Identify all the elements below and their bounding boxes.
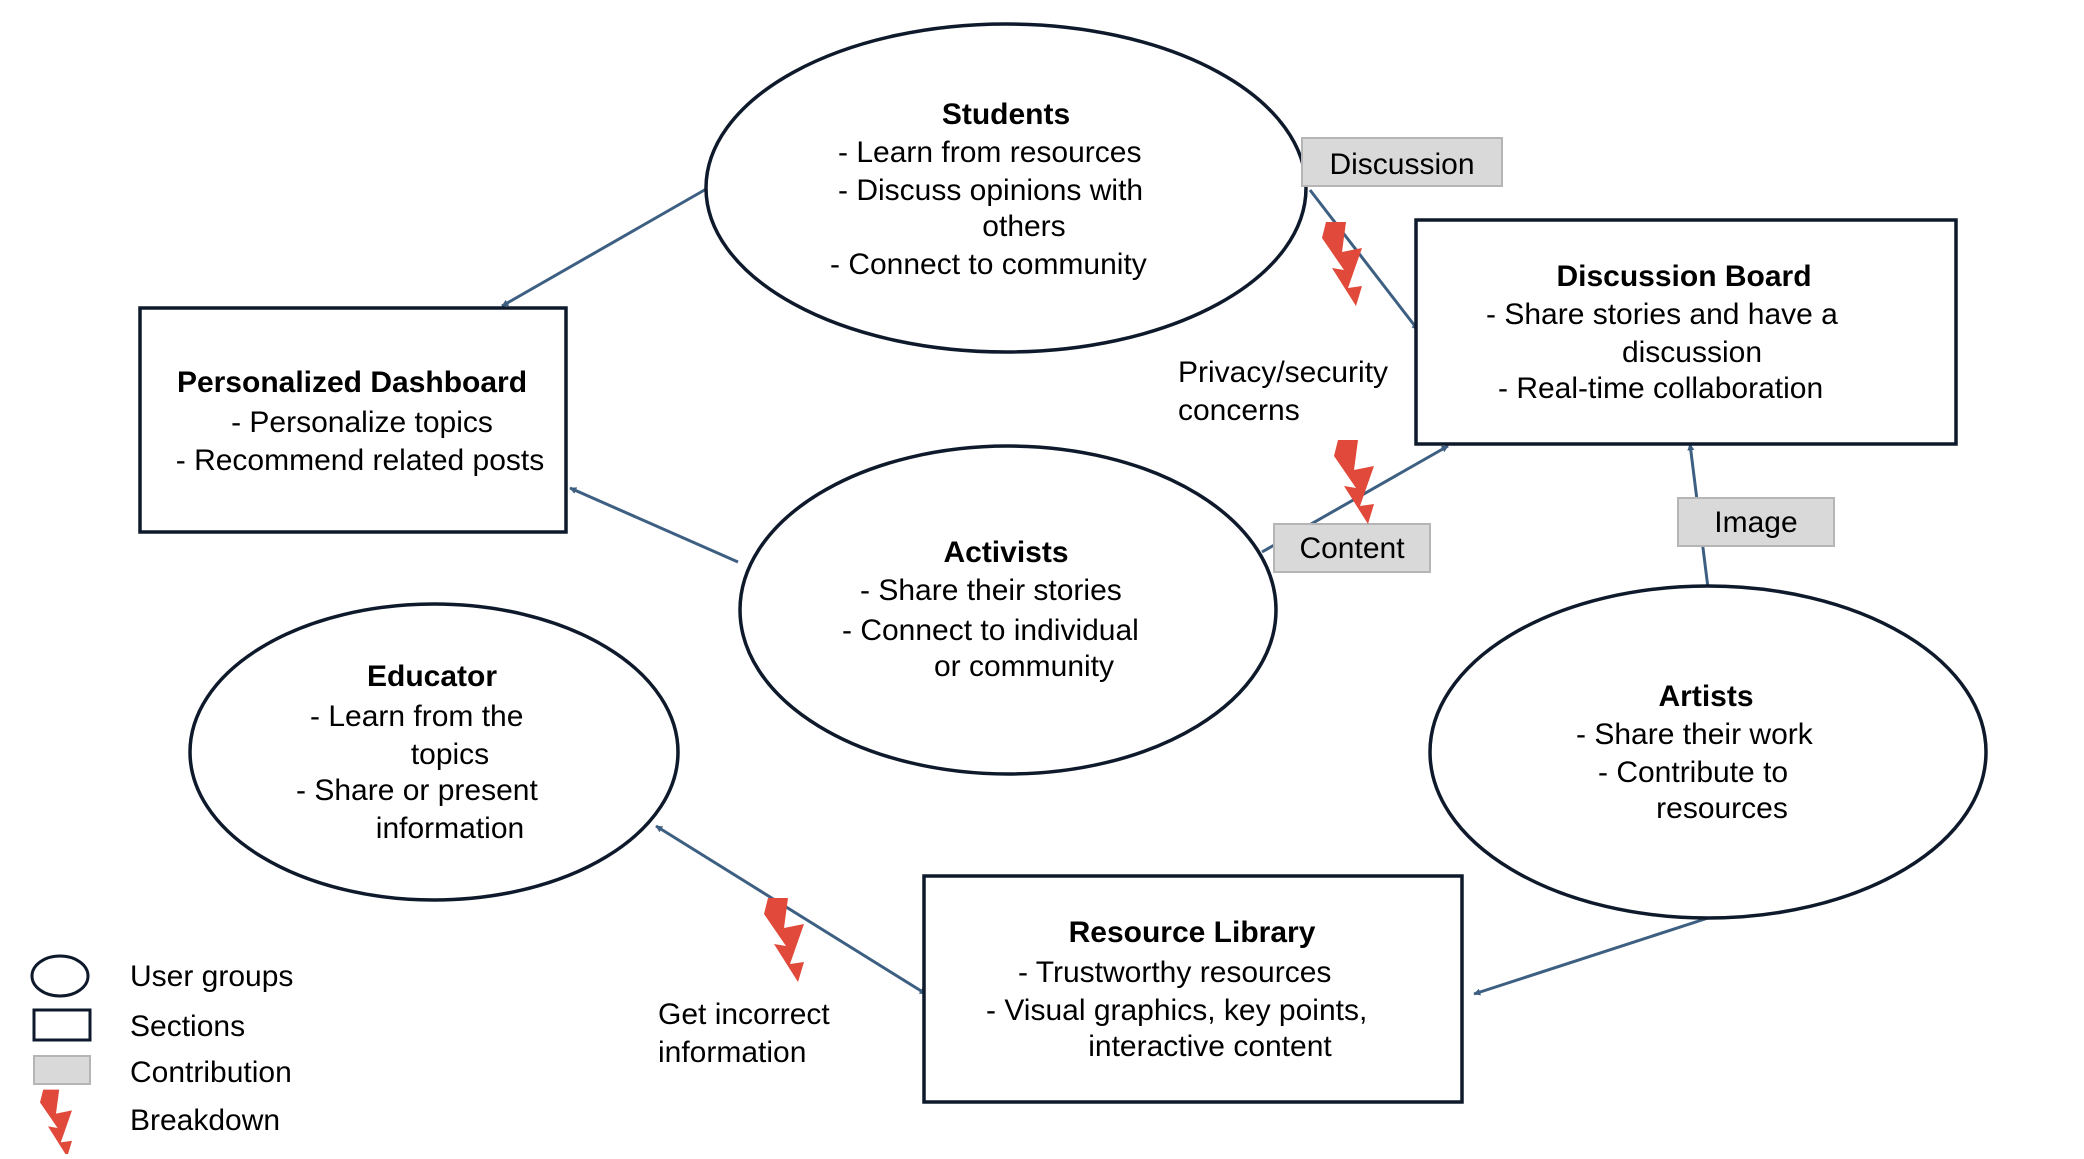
- rectangle-icon: [32, 1008, 92, 1042]
- activists-to-dashboard-arrow: [569, 486, 739, 564]
- students-item-2-cont: others: [982, 210, 1065, 243]
- contribution-content-label: Content: [1299, 532, 1405, 565]
- resource-library-item-2-cont: interactive content: [1088, 1030, 1332, 1063]
- incorrect-note-line-2: information: [658, 1036, 806, 1069]
- breakdown-activists-discussion-bolt: [1334, 440, 1374, 524]
- activists-title: Activists: [943, 536, 1068, 569]
- educator-title: Educator: [367, 660, 497, 693]
- contribution-discussion-label: Discussion: [1329, 148, 1474, 181]
- discussion-board-item-1: - Share stories and have a: [1486, 298, 1838, 331]
- contribution-swatch-icon: [33, 1055, 91, 1085]
- artists-title: Artists: [1658, 680, 1753, 713]
- discussion-board-item-2: - Real-time collaboration: [1498, 372, 1823, 405]
- lightning-bolt-icon: [40, 1089, 72, 1157]
- discussion-board-item-1-cont: discussion: [1622, 336, 1762, 369]
- educator-item-1-cont: topics: [411, 738, 489, 771]
- privacy-note-line-2: concerns: [1178, 394, 1300, 427]
- legend-contribution: Contribution: [33, 1055, 292, 1089]
- resource-library-item-1: - Trustworthy resources: [1018, 956, 1331, 989]
- students-item-3: - Connect to community: [830, 248, 1147, 281]
- incorrect-note-line-1: Get incorrect: [658, 998, 830, 1031]
- artists-to-resource-library-arrow: [1473, 916, 1709, 996]
- students-item-1: - Learn from resources: [838, 136, 1141, 169]
- artists-item-1: - Share their work: [1576, 718, 1814, 751]
- legend-sections: Sections: [32, 1008, 245, 1043]
- activists-item-2: - Connect to individual: [842, 614, 1139, 647]
- contribution-image-chip: Image: [1677, 497, 1835, 547]
- educator-node: Educator - Learn from the topics - Share…: [188, 602, 680, 902]
- legend-contribution-label: Contribution: [130, 1056, 292, 1089]
- students-to-dashboard-arrow: [501, 186, 709, 308]
- artists-item-2-cont: resources: [1656, 792, 1788, 825]
- educator-item-1: - Learn from the: [310, 700, 523, 733]
- resource-library-item-2: - Visual graphics, key points,: [986, 994, 1367, 1027]
- contribution-content-chip: Content: [1273, 523, 1431, 573]
- legend: User groups Sections Contribution Breakd…: [30, 954, 293, 1157]
- personalized-dashboard-item-2: - Recommend related posts: [176, 444, 545, 477]
- personalized-dashboard-item-1: - Personalize topics: [231, 406, 493, 439]
- educator-item-2: - Share or present: [296, 774, 538, 807]
- breakdown-students-discussion-bolt: [1322, 222, 1362, 306]
- lightning-bolt-icon: [1334, 440, 1374, 524]
- students-title: Students: [942, 98, 1070, 131]
- discussion-board-section: Discussion Board - Share stories and hav…: [1414, 218, 1958, 446]
- resource-library-section: Resource Library - Trustworthy resources…: [922, 874, 1464, 1104]
- legend-sections-label: Sections: [130, 1010, 245, 1043]
- personalized-dashboard-title: Personalized Dashboard: [177, 366, 527, 399]
- contribution-discussion-chip: Discussion: [1301, 137, 1503, 187]
- lightning-bolt-icon: [1322, 222, 1362, 306]
- legend-breakdown: Breakdown: [40, 1089, 280, 1157]
- legend-breakdown-label: Breakdown: [130, 1104, 280, 1137]
- breakdown-educator-library-bolt: [764, 898, 804, 982]
- resource-library-title: Resource Library: [1069, 916, 1316, 949]
- privacy-concerns-note: Privacy/security concerns: [1178, 356, 1388, 427]
- privacy-note-line-1: Privacy/security: [1178, 356, 1388, 389]
- personalized-dashboard-section: Personalized Dashboard - Personalize top…: [138, 306, 568, 534]
- contribution-image-label: Image: [1714, 506, 1797, 539]
- activists-node: Activists - Share their stories - Connec…: [738, 444, 1278, 776]
- artists-item-2: - Contribute to: [1598, 756, 1788, 789]
- educator-resource-library-arrow: [655, 824, 927, 996]
- activists-item-1: - Share their stories: [860, 574, 1122, 607]
- lightning-bolt-icon: [764, 898, 804, 982]
- artists-node: Artists - Share their work - Contribute …: [1428, 584, 1988, 920]
- students-item-2: - Discuss opinions with: [838, 174, 1143, 207]
- ellipse-icon: [30, 954, 90, 998]
- activists-item-2-cont: or community: [934, 650, 1114, 683]
- incorrect-information-note: Get incorrect information: [658, 998, 830, 1069]
- legend-user-groups-label: User groups: [130, 960, 293, 993]
- educator-item-2-cont: information: [376, 812, 524, 845]
- discussion-board-title: Discussion Board: [1556, 260, 1811, 293]
- students-to-discussion-board-arrow: [1308, 189, 1420, 331]
- students-node: Students - Learn from resources - Discus…: [704, 22, 1308, 354]
- legend-user-groups: User groups: [30, 954, 293, 998]
